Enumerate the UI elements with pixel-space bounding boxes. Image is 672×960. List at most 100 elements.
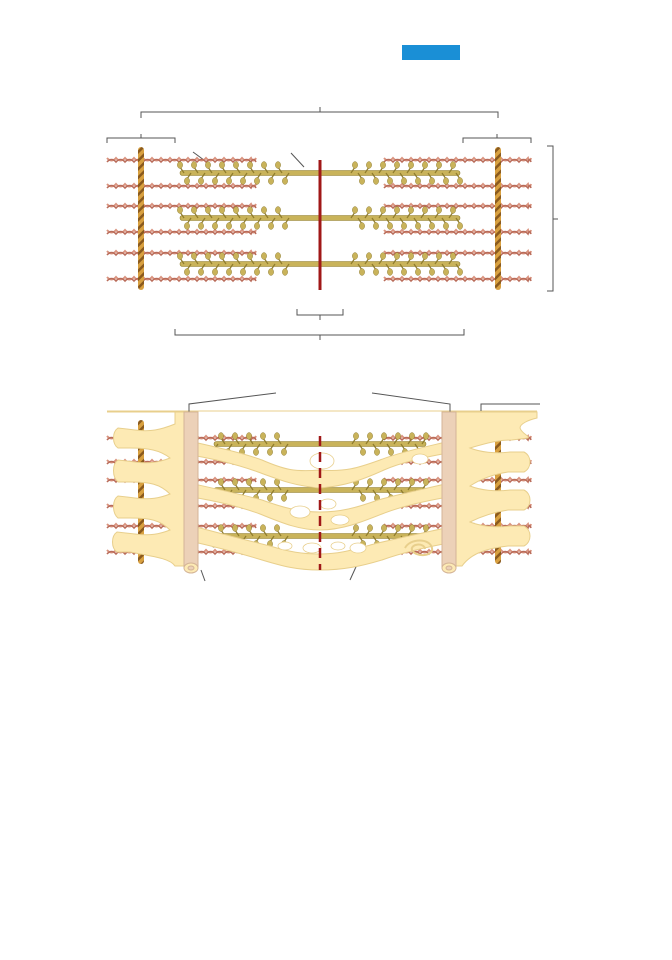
m-line — [318, 160, 322, 290]
leader-lines — [107, 392, 540, 582]
myosin-head — [373, 268, 379, 276]
myosin-head — [232, 524, 238, 532]
myosin-head — [219, 252, 225, 260]
myosin-head — [247, 161, 253, 169]
myosin-head — [184, 222, 190, 230]
myosin-head — [450, 206, 456, 214]
myosin-head — [246, 524, 252, 532]
myosin-head — [219, 161, 225, 169]
myosin-head — [254, 268, 260, 276]
myosin-head — [359, 222, 365, 230]
myosin-head — [423, 432, 429, 440]
z-disc-left — [138, 147, 144, 290]
myosin-head — [366, 206, 372, 214]
myosin-head — [260, 432, 266, 440]
myosin-head — [267, 494, 273, 502]
myosin-head — [408, 206, 414, 214]
sarcomere-bracket — [140, 107, 499, 118]
myosin-head — [268, 268, 274, 276]
myosin-head — [240, 222, 246, 230]
myosin-head — [381, 524, 387, 532]
myosin-head — [436, 252, 442, 260]
myosin-head — [415, 268, 421, 276]
myosin-head — [233, 161, 239, 169]
myosin-head — [253, 448, 259, 456]
h-zone-bracket — [296, 309, 344, 320]
myosin-head — [275, 161, 281, 169]
myosin-head — [267, 448, 273, 456]
myosin-head — [422, 161, 428, 169]
myosin-head — [184, 177, 190, 185]
myosin-head — [191, 206, 197, 214]
myosin-head — [387, 222, 393, 230]
thin-filament — [383, 249, 532, 257]
myosin-head — [281, 494, 287, 502]
myosin-head — [380, 161, 386, 169]
myosin-head — [450, 252, 456, 260]
myosin-head — [282, 177, 288, 185]
myosin-head — [254, 177, 260, 185]
myosin-head — [388, 448, 394, 456]
fenestration — [319, 498, 337, 510]
myosin-head — [436, 206, 442, 214]
myosin-head — [261, 161, 267, 169]
myosin-head — [247, 252, 253, 260]
myosin-head — [380, 252, 386, 260]
myosin-head — [240, 177, 246, 185]
thin-filament — [106, 182, 257, 190]
thin-filament-leader — [290, 152, 305, 168]
myofibril-bracket — [547, 145, 558, 292]
myosin-head — [191, 252, 197, 260]
thin-filament — [106, 202, 257, 210]
myosin-head — [436, 161, 442, 169]
myosin-head — [177, 252, 183, 260]
t-tubule-leader-left — [188, 392, 277, 412]
myosin-head — [274, 432, 280, 440]
myosin-head — [240, 268, 246, 276]
myosin-head — [246, 478, 252, 486]
myosin-head — [226, 177, 232, 185]
myosin-head — [246, 432, 252, 440]
myosin-head — [177, 161, 183, 169]
myosin-head — [409, 478, 415, 486]
myosin-head — [275, 206, 281, 214]
myosin-head — [352, 206, 358, 214]
sarcoplasmic-reticulum-panel — [106, 392, 540, 582]
myosin-head — [429, 268, 435, 276]
myosin-head — [409, 524, 415, 532]
reticulum-fenestrations — [277, 452, 429, 554]
thin-filament — [106, 156, 257, 164]
myosin-head — [395, 432, 401, 440]
fenestration — [330, 514, 350, 526]
myosin-head — [373, 177, 379, 185]
myosin-head — [401, 177, 407, 185]
myosin-head — [353, 524, 359, 532]
myosin-head — [218, 478, 224, 486]
myosin-head — [218, 432, 224, 440]
fenestration — [349, 542, 367, 554]
myosin-head — [423, 524, 429, 532]
myosin-head — [408, 161, 414, 169]
reticulum-right — [453, 411, 538, 567]
myosin-head — [415, 222, 421, 230]
myosin-head — [198, 222, 204, 230]
myosin-head — [387, 177, 393, 185]
fenestration — [289, 505, 311, 519]
myosin-head — [394, 252, 400, 260]
t-tubule-leader-right — [371, 392, 451, 412]
myosin-head — [381, 478, 387, 486]
myosin-head — [401, 222, 407, 230]
z-disc-right — [495, 147, 501, 290]
myosin-head — [443, 268, 449, 276]
myosin-head — [226, 222, 232, 230]
brackets — [106, 107, 558, 340]
myosin-head — [218, 524, 224, 532]
figure-label-tag — [402, 45, 460, 60]
myosin-head — [205, 252, 211, 260]
myosin-head — [401, 268, 407, 276]
myosin-head — [374, 448, 380, 456]
z-disc-left — [138, 420, 144, 564]
myosin-head — [380, 206, 386, 214]
myosin-head — [233, 252, 239, 260]
